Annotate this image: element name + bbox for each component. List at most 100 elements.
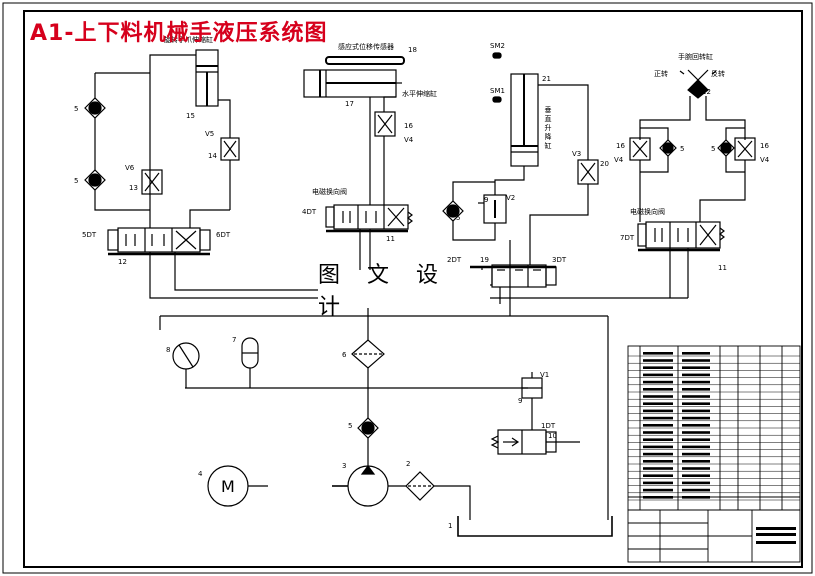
sensor-18: [325, 56, 405, 65]
title-block-cell-mark: [682, 431, 710, 434]
label-dt5: 5DT: [82, 231, 97, 239]
title-block-cell-mark: [682, 424, 710, 427]
title-block-cell-mark: [643, 352, 673, 355]
suction-filter-2: [405, 471, 435, 501]
directional-valve-19: [470, 264, 557, 288]
drawing-title: A1-上下料机械手液压系统图: [30, 21, 328, 46]
title-block-cell-mark: [643, 474, 673, 477]
label-v4c: V4: [760, 156, 770, 164]
line-15-top: [149, 54, 196, 210]
label-dt7: 7DT: [620, 234, 635, 242]
title-block-cell-mark: [643, 496, 673, 499]
cylinder-17: [303, 69, 402, 98]
title-block-rows: [628, 352, 800, 544]
title-block-name-mark: [756, 527, 796, 530]
title-block-cell-mark: [643, 467, 673, 470]
label-c16a: 16: [404, 122, 413, 130]
title-block-cell-mark: [682, 388, 710, 391]
label-c1: 1: [448, 522, 452, 530]
label-c17: 17: [345, 100, 354, 108]
label-c21-text: 垂直升降缸: [544, 105, 552, 151]
label-c21: 21: [542, 75, 551, 83]
title-block-cell-mark: [643, 488, 673, 492]
motor-4: [207, 465, 268, 507]
label-hand-valve-a: 电磁换向阀: [312, 187, 347, 196]
relief-valve-v1: [521, 372, 543, 399]
label-c15-top: 旋转手爪伸缩缸: [164, 35, 213, 44]
check-valve-5e: [717, 139, 735, 157]
title-block-cell-mark: [682, 481, 710, 485]
title-block-cell-mark: [682, 438, 710, 441]
label-c9: 9: [484, 196, 488, 204]
pump-3: [332, 465, 389, 507]
label-c2: 2: [406, 460, 410, 468]
title-block-cell-mark: [643, 359, 673, 362]
label-c12: 12: [118, 258, 127, 266]
label-v1: V1: [540, 371, 549, 379]
title-block-cell-mark: [682, 380, 710, 384]
inner-frame: [23, 10, 803, 568]
title-block-cell-mark: [682, 496, 710, 499]
title-block-name-mark: [756, 541, 796, 544]
label-c20: 20: [600, 160, 609, 168]
label-dt4: 4DT: [302, 208, 317, 216]
seq-valve-v2: [478, 194, 507, 224]
title-block-cell-mark: [682, 474, 710, 477]
label-rotary: 手腕回转缸: [678, 52, 713, 61]
label-c18: 18: [408, 46, 417, 54]
cylinder-21: [510, 73, 539, 167]
title-block-cell-mark: [643, 366, 673, 369]
check-valve-5b: [84, 169, 106, 191]
label-sm2: SM2: [490, 42, 505, 50]
title-block-cell-mark: [643, 388, 673, 391]
throttle-16a: [374, 111, 396, 137]
throttle-13: [141, 169, 163, 195]
label-c10: 10: [548, 432, 557, 440]
title-block-cell-mark: [682, 416, 710, 420]
title-block-cell-mark: [643, 438, 673, 441]
label-c11b: 11: [718, 264, 727, 272]
title-block-cell-mark: [643, 402, 673, 405]
title-block-cell-mark: [682, 359, 710, 362]
label-c14: 14: [208, 152, 217, 160]
title-block-cell-mark: [682, 395, 710, 398]
label-v5: V5: [205, 130, 214, 138]
label-c5c: 5: [456, 214, 460, 222]
label-c13: 13: [129, 184, 138, 192]
label-motor: M: [221, 477, 235, 496]
title-block-cell-mark: [682, 467, 710, 470]
accumulator-7: [241, 337, 259, 369]
label-v4b: V4: [614, 156, 624, 164]
label-c16c: 16: [760, 142, 769, 150]
line-15-right: [218, 99, 231, 138]
title-block-cell-mark: [643, 424, 673, 427]
watermark: 图 文 设 计: [318, 263, 490, 320]
title-block-cell-mark: [682, 366, 710, 369]
filter-6: [351, 339, 385, 369]
label-c6: 6: [342, 351, 347, 359]
title-block-cell-mark: [643, 431, 673, 434]
tank-1: [457, 516, 613, 537]
title-block-cell-mark: [682, 460, 710, 463]
check-valve-5d: [659, 139, 677, 157]
check-valve-5f: [357, 417, 379, 439]
label-c8: 8: [166, 346, 170, 354]
label-c22: 22: [702, 88, 711, 96]
label-c16b: 16: [616, 142, 625, 150]
label-fanzhuan: 反转: [711, 69, 725, 78]
label-dt3: 3DT: [552, 256, 567, 264]
title-block-cell-mark: [643, 409, 673, 413]
title-block-name-mark: [756, 533, 796, 536]
sm1-sensor: [492, 96, 502, 103]
label-v4a: V4: [404, 136, 414, 144]
title-block-cell-mark: [643, 445, 673, 449]
title-block-cell-mark: [682, 402, 710, 405]
title-block-cell-mark: [682, 373, 710, 377]
directional-valve-12: [107, 227, 211, 256]
label-v6: V6: [125, 164, 135, 172]
label-c17-text: 水平伸缩缸: [402, 89, 437, 98]
label-c7: 7: [232, 336, 236, 344]
title-block-cell-mark: [643, 460, 673, 463]
